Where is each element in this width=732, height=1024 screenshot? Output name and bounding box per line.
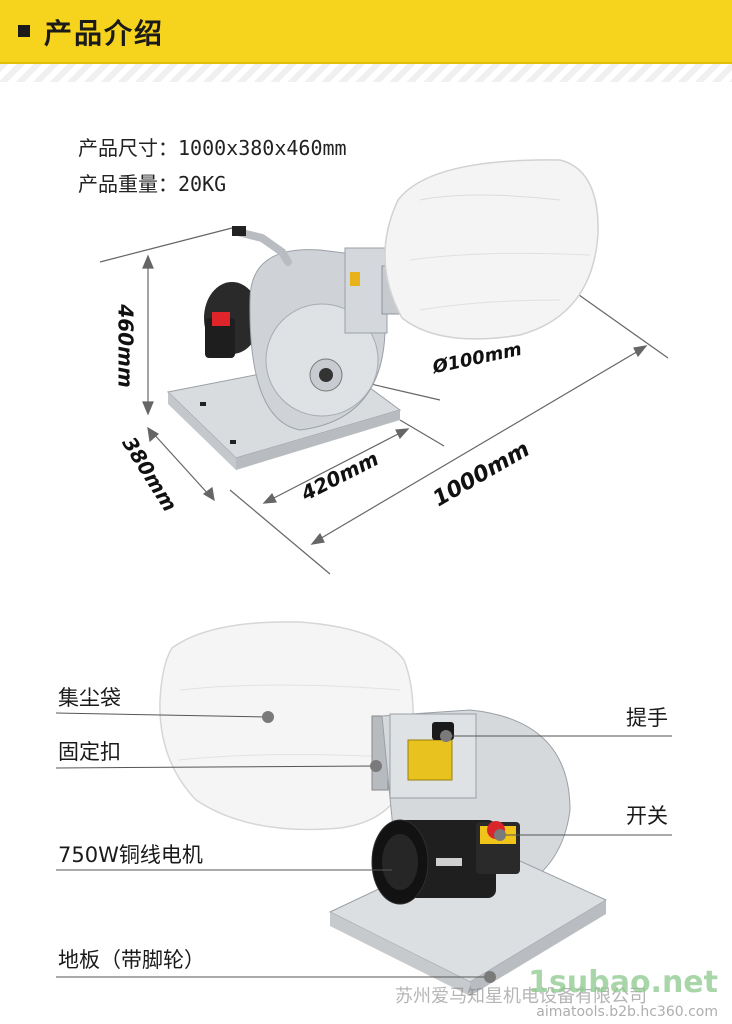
top-motor [204,282,260,358]
label-base: 地板（带脚轮） [58,948,205,972]
dim-height-label: 460mm [113,304,138,388]
watermark-brand: 1subao.net [528,965,718,1000]
spec-size: 产品尺寸：1000x380x460mm [78,136,347,160]
header-stripe-divider [0,64,732,82]
watermark-url: aimatools.b2b.hc360.com [536,1004,718,1020]
top-dust-bag [384,159,599,340]
spec-weight: 产品重量：20KG [78,172,227,196]
label-switch: 开关 [626,804,668,828]
label-handle: 提手 [626,706,668,730]
part-leader-lines [55,712,672,978]
part-leader-dots [262,711,506,983]
header-bullet-icon [18,25,30,37]
top-blower [232,226,388,431]
label-motor: 750W铜线电机 [58,843,203,867]
section-title: 产品介绍 [44,17,165,50]
section-header: 产品介绍 [0,0,732,64]
bottom-base-plate [328,841,608,996]
watermark-company: 苏州爱马知星机电设备有限公司 [395,986,647,1007]
label-clamp: 固定扣 [58,740,121,764]
label-dust-bag: 集尘袋 [58,686,121,710]
dimension-lines [99,227,669,575]
